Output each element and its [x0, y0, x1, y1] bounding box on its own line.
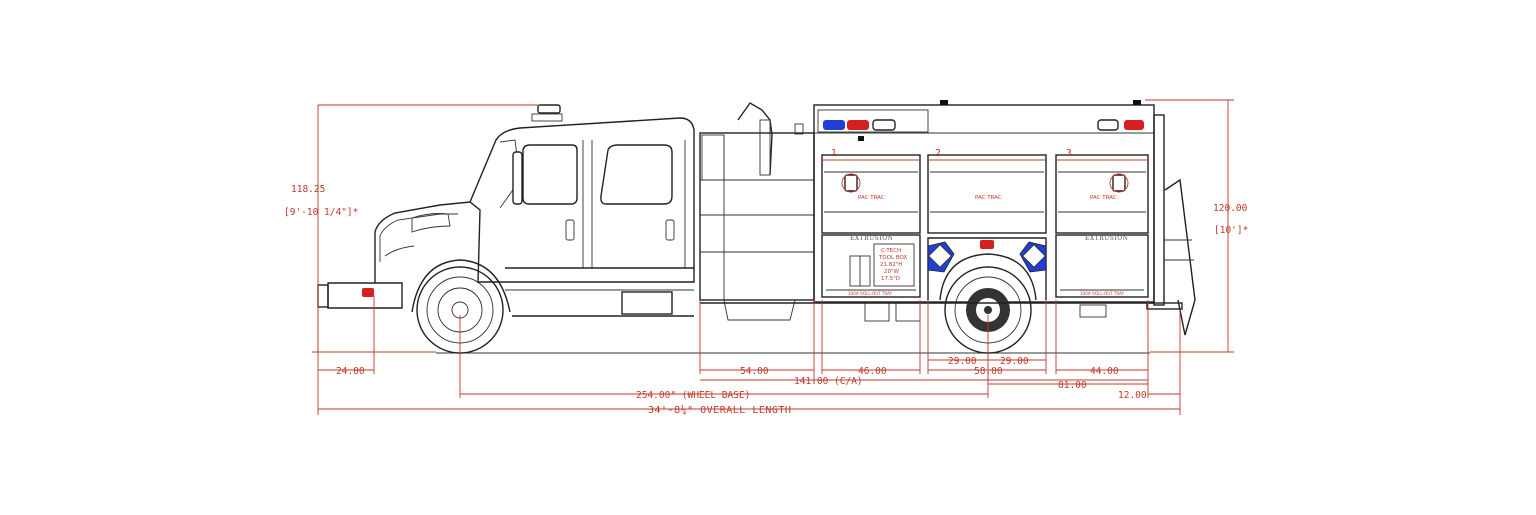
front-bumper [327, 282, 403, 309]
front-marker-light-icon [362, 288, 374, 297]
pump-panel [699, 132, 815, 301]
extrusion-2: EXTRUSION [1085, 235, 1128, 242]
pac-trac-2: PAC TRAC [975, 195, 1002, 201]
rear-ladder [1164, 178, 1196, 336]
toolbox-line-2: TOOL BOX [878, 255, 907, 261]
toolbox-line-5: 17.5"D [881, 276, 900, 282]
roll-out-tray-2: 100# ROLL-OUT TRAY [1080, 291, 1124, 296]
compartment-1-number: 1 [831, 148, 837, 159]
roll-out-tray-1: 100# ROLL-OUT TRAY [848, 291, 892, 296]
compartment-2 [927, 154, 1047, 234]
front-window [522, 144, 578, 205]
compartment-2-number: 2 [935, 148, 941, 159]
cab [469, 117, 695, 283]
dim-54-label: 54.00 [740, 366, 769, 377]
front-overhang-label: 24.00 [336, 366, 365, 377]
compartment-1 [821, 154, 921, 234]
dim-29b-label: 29.00 [1000, 356, 1029, 367]
dim-81-label: 81.00 [1058, 380, 1087, 391]
battery-box [621, 291, 673, 315]
compartment-3-number: 3 [1066, 148, 1072, 159]
wheel-base-label: 254.00" (WHEEL BASE) [636, 390, 750, 401]
roof-light [537, 104, 561, 114]
hood [374, 201, 481, 284]
truck-outline [317, 100, 1196, 354]
pump-fitting [737, 102, 773, 176]
dim-141-label: 141.00 (C/A) [794, 376, 863, 387]
height-left-ft-label: [9'-10 1/4"]* [284, 207, 358, 218]
lower-compartment-3 [1055, 234, 1149, 298]
height-right-ft-label: [10']* [1214, 225, 1248, 236]
dim-12-label: 12.00 [1118, 390, 1147, 401]
dim-46-label: 46.00 [858, 366, 887, 377]
overall-length-label: 34'-8¼" OVERALL LENGTH [648, 404, 791, 416]
dim-58-label: 58.00 [974, 366, 1003, 377]
dimension-lines [312, 99, 1234, 415]
toolbox-line-3: 21.82"H [880, 262, 902, 268]
height-right-label: 120.00 [1213, 203, 1248, 214]
extrusion-1: EXTRUSION [850, 235, 893, 242]
lower-compartment-1 [821, 234, 921, 298]
dimension-labels: 118.25 [9'-10 1/4"]* 120.00 [10']* 24.00… [284, 184, 1248, 416]
pac-trac-3: PAC TRAC [1090, 195, 1117, 201]
front-bumper-end [317, 284, 329, 308]
compartment-labels: 1 2 3 PAC TRAC PAC TRAC PAC TRAC EXTRUSI… [831, 148, 1128, 296]
warning-light-icon [872, 119, 896, 131]
dim-44-label: 44.00 [1090, 366, 1119, 377]
compartment-3 [1055, 154, 1149, 234]
rear-window [600, 144, 673, 205]
height-left-label: 118.25 [291, 184, 325, 195]
apparatus-body [813, 104, 1155, 303]
pac-trac-1: PAC TRAC [858, 195, 885, 201]
toolbox-line-1: C-TECH [881, 248, 901, 254]
toolbox-line-4: 20"W [884, 269, 900, 275]
dim-29a-label: 29.00 [948, 356, 977, 367]
side-mirror [512, 151, 523, 205]
